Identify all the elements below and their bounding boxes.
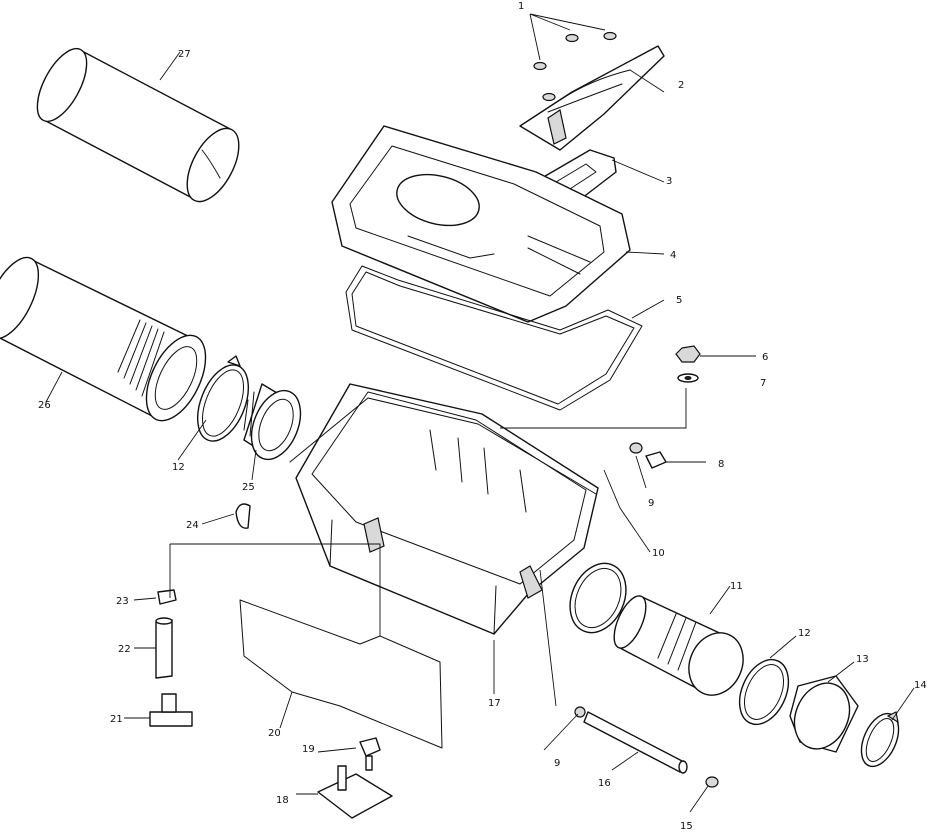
part-bracket-bolt: [317, 737, 393, 819]
callout-9-bottom: 9: [554, 758, 560, 769]
part-drain-panel: [239, 599, 443, 749]
part-clamp-right: [738, 658, 790, 726]
part-drain-fittings: [149, 589, 193, 727]
callout-19: 19: [302, 744, 315, 755]
part-band-clamp: [860, 711, 900, 768]
part-tube-clamps: [574, 706, 719, 788]
callout-8: 8: [718, 459, 724, 470]
callout-23: 23: [116, 596, 129, 607]
part-nut-washer: [675, 345, 701, 383]
part-boot-cone: [789, 675, 859, 753]
part-adapter-ring: [243, 383, 302, 461]
part-gasket: [345, 265, 643, 411]
callout-2: 2: [678, 80, 684, 91]
callout-14: 14: [914, 680, 927, 691]
callout-15: 15: [680, 821, 693, 832]
callout-6: 6: [762, 352, 768, 363]
callout-16: 16: [598, 778, 611, 789]
callout-17: 17: [488, 698, 501, 709]
callout-4: 4: [670, 250, 676, 261]
callout-13: 13: [856, 654, 869, 665]
part-airbox-housing: [289, 383, 599, 635]
callout-21: 21: [110, 714, 123, 725]
part-filter-sleeve: [36, 47, 240, 203]
callout-10: 10: [652, 548, 665, 559]
part-clip: [235, 503, 251, 529]
callout-3: 3: [666, 176, 672, 187]
callout-5: 5: [676, 295, 682, 306]
callout-11: 11: [730, 581, 743, 592]
part-airbox-lid: [331, 125, 631, 323]
callout-12-right: 12: [798, 628, 811, 639]
part-intake-boot: [613, 595, 744, 696]
part-clamp-left: [196, 355, 250, 442]
callout-7: 7: [760, 378, 766, 389]
callout-25: 25: [242, 482, 255, 493]
callout-18: 18: [276, 795, 289, 806]
part-intake-duct: [519, 45, 665, 151]
callout-1-top: 1: [518, 1, 524, 12]
leader-lines: [45, 13, 915, 813]
callout-26: 26: [38, 400, 51, 411]
callout-27: 27: [178, 49, 191, 60]
part-air-filter: [0, 256, 207, 422]
callout-labels: 1 2 3 4 5 6 7 8 9 10 11 12 13 14 15 16 1…: [38, 1, 927, 832]
part-o-ring: [569, 562, 627, 634]
part-stud-retainer: [629, 442, 667, 469]
part-screws: [533, 31, 617, 102]
callout-22: 22: [118, 644, 131, 655]
callout-24: 24: [186, 520, 199, 531]
callout-9-mid: 9: [648, 498, 654, 509]
callout-12-left: 12: [172, 462, 185, 473]
callout-20: 20: [268, 728, 281, 739]
